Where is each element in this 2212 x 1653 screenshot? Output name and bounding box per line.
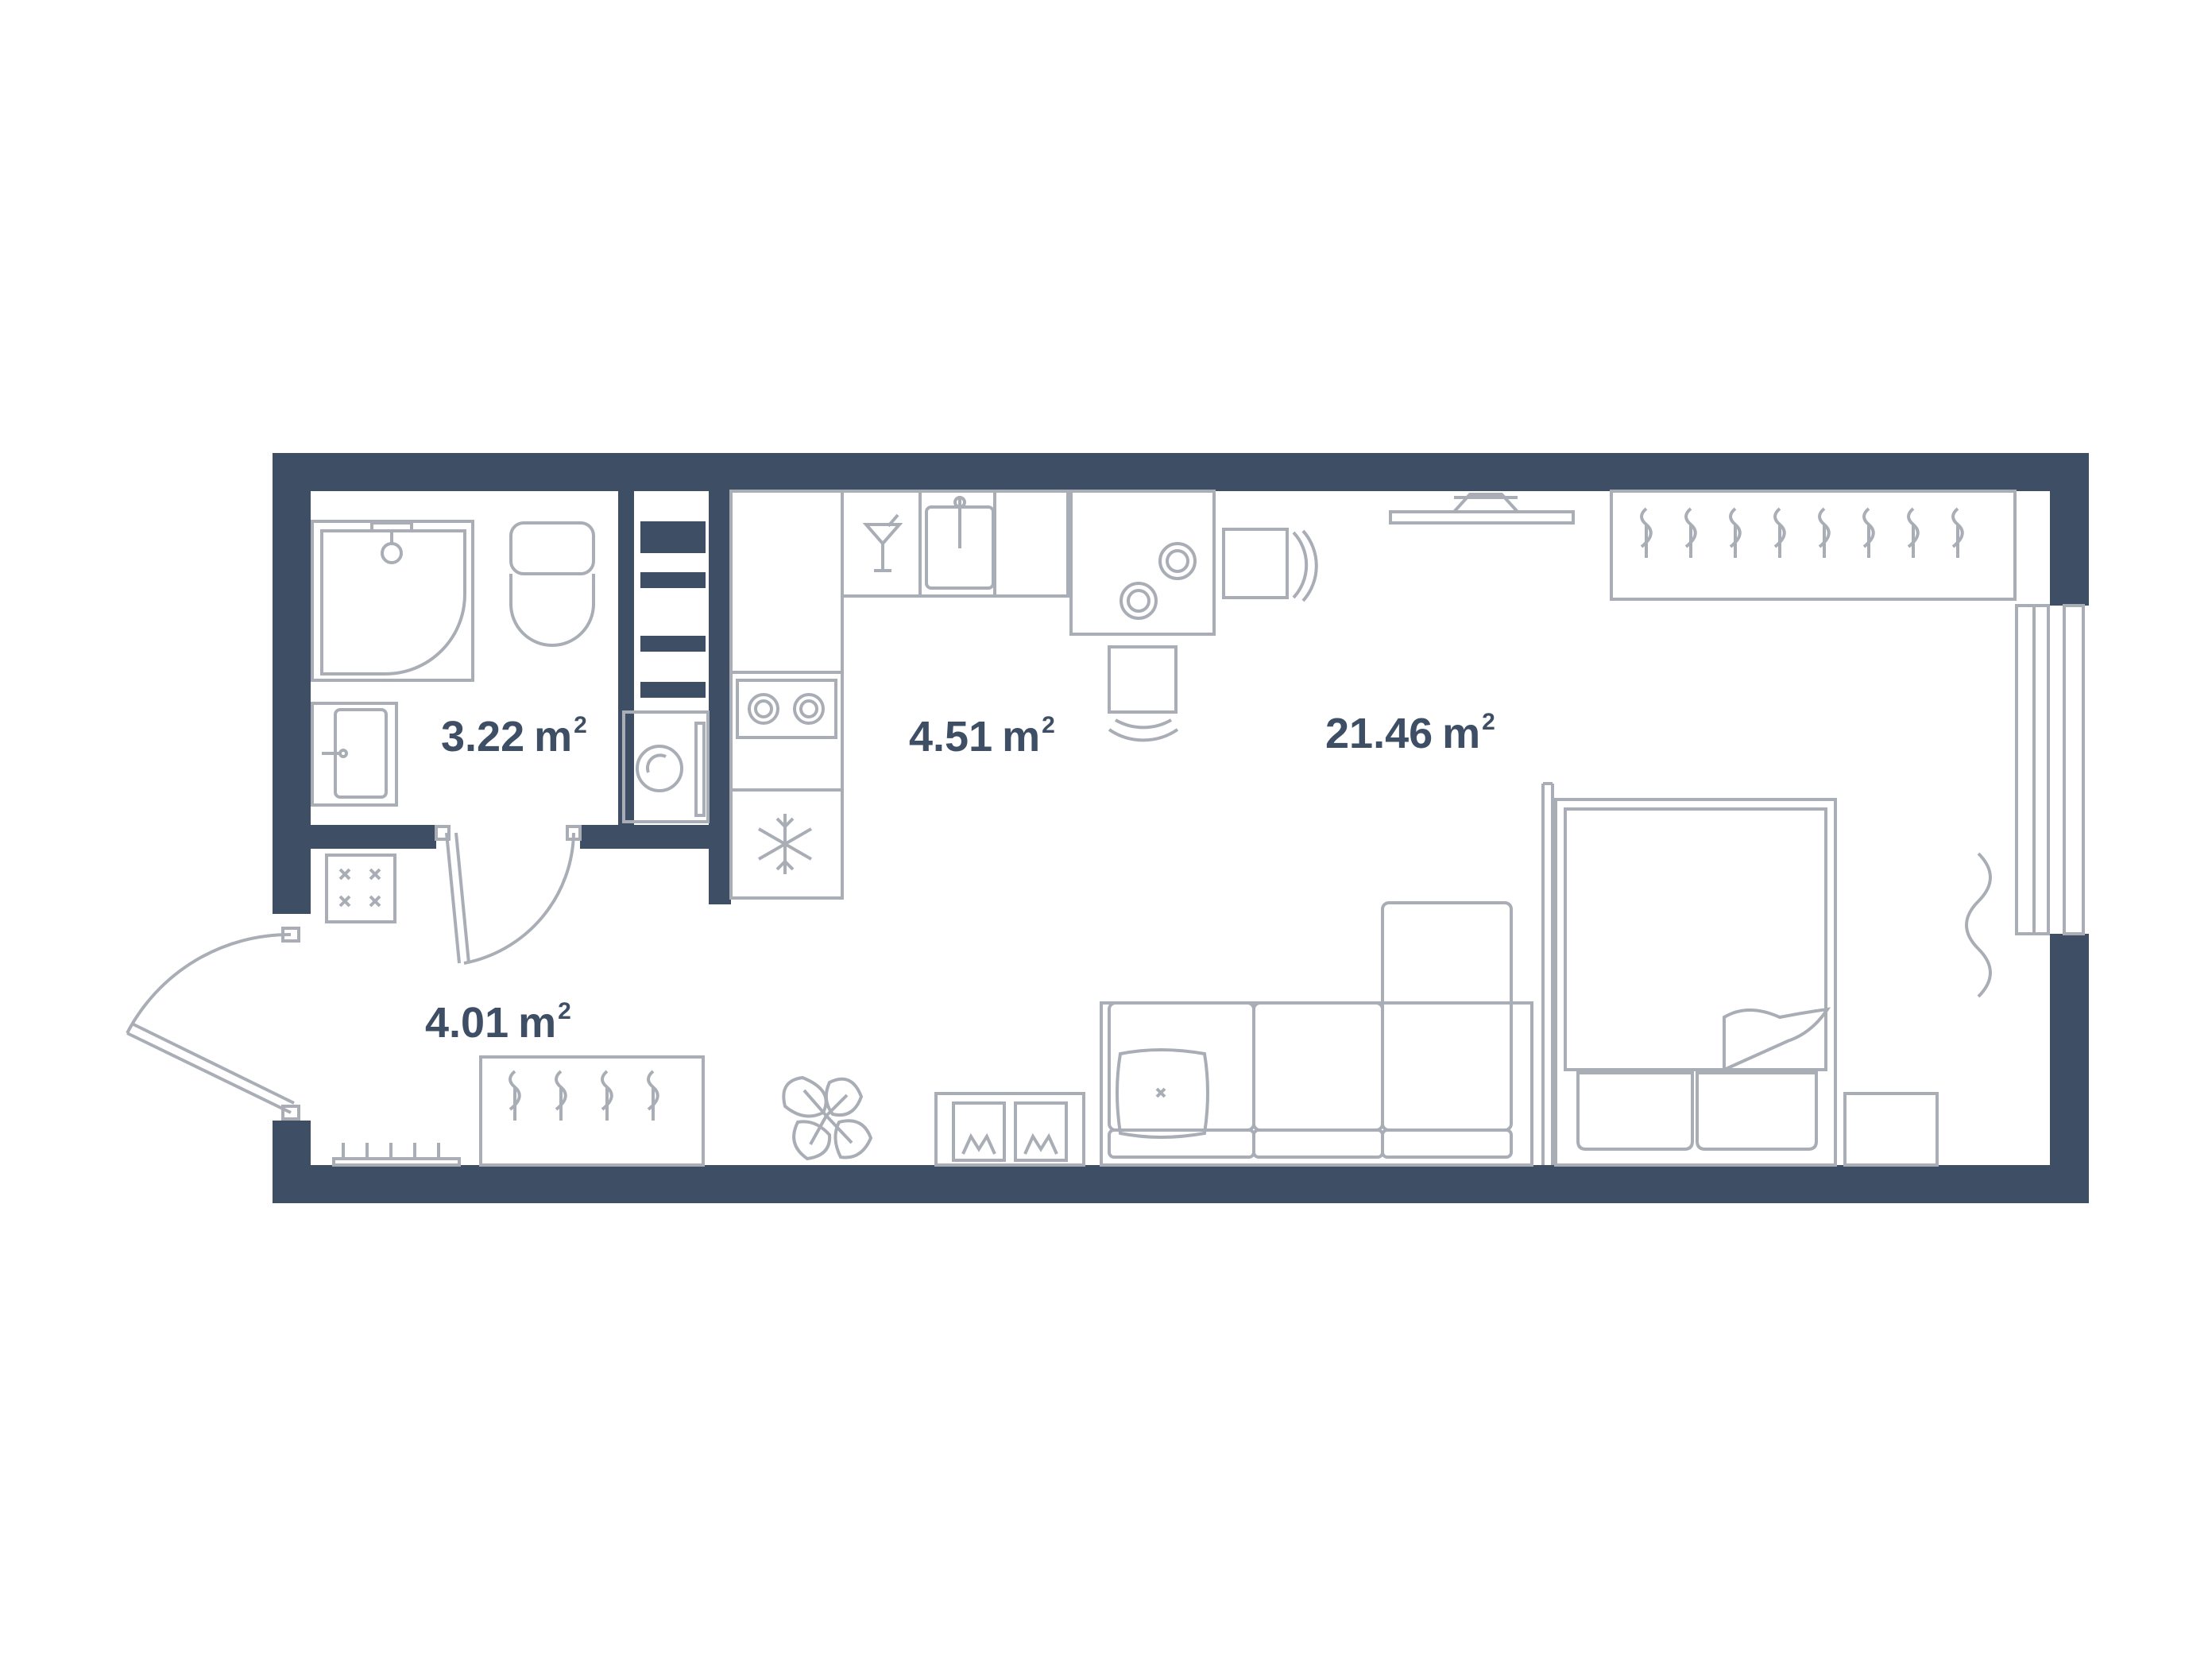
hanger-icon — [1862, 507, 1875, 558]
area-exponent: 2 — [574, 712, 587, 738]
area-unit: m — [534, 713, 573, 761]
wall-right-upper — [2050, 453, 2089, 606]
wall-bath-bottom-left — [311, 825, 436, 849]
hanger-icon — [1907, 507, 1920, 558]
area-value: 4.51 — [909, 713, 993, 761]
wardrobe-hallway — [479, 1055, 705, 1167]
hanger-icon — [601, 1070, 613, 1121]
wall-right-lower — [2050, 934, 2089, 1203]
walls — [273, 453, 2089, 1203]
area-exponent: 2 — [1482, 709, 1495, 735]
hanger-icon — [1729, 507, 1742, 558]
hanger-icon — [1684, 507, 1697, 558]
area-exponent: 2 — [1042, 712, 1055, 738]
shaft-column — [640, 572, 706, 588]
window-icon — [2015, 604, 2085, 935]
hanger-icon — [509, 1070, 521, 1121]
hanger-icon — [1640, 507, 1653, 558]
sink-icon — [311, 702, 398, 807]
sink-icon — [925, 496, 995, 590]
wall-top — [273, 453, 2089, 491]
hanger-icon — [1951, 507, 1964, 558]
washing-machine-icon — [622, 710, 710, 823]
cabinet-icon — [934, 1092, 1085, 1167]
wall-left-upper — [273, 453, 311, 914]
shaft-column — [640, 636, 706, 652]
door-icon — [126, 927, 300, 1121]
area-unit: m — [1442, 710, 1481, 757]
hanger-icon — [647, 1070, 659, 1121]
wall-left-lower — [273, 1121, 311, 1203]
area-value: 4.01 — [425, 999, 509, 1047]
sofa-icon — [1100, 901, 1533, 1167]
shoe-rack-icon — [332, 1143, 461, 1167]
wardrobe-living — [1610, 490, 2017, 601]
area-value: 3.22 — [441, 713, 525, 761]
wall-shaft-right — [709, 491, 731, 904]
table-icon — [1069, 490, 1216, 636]
area-unit: m — [1002, 713, 1041, 761]
shaft-column — [640, 521, 706, 553]
area-exponent: 2 — [558, 998, 571, 1024]
hanger-icon — [555, 1070, 567, 1121]
wall-bath-right — [618, 491, 634, 825]
bed-icon — [1541, 782, 1837, 1167]
area-unit: m — [518, 999, 557, 1047]
wall-bottom — [273, 1165, 2089, 1203]
shaft-column — [640, 682, 706, 698]
nightstand-icon — [1843, 1092, 1939, 1167]
shower-icon — [311, 520, 474, 682]
tv-icon — [1389, 493, 1575, 525]
chair-icon — [1108, 645, 1179, 742]
area-value: 21.46 — [1325, 710, 1433, 757]
furniture — [126, 490, 2085, 1167]
hanger-icon — [1773, 507, 1786, 558]
chair-icon — [1222, 528, 1318, 602]
toilet-icon — [509, 521, 595, 647]
hanger-icon — [1818, 507, 1831, 558]
door-icon — [435, 825, 582, 965]
stove-icon — [736, 679, 837, 739]
cocktail-icon — [862, 513, 903, 572]
shoe-shelf-icon — [325, 854, 396, 923]
fridge-snowflake-icon — [758, 814, 812, 874]
wall-bath-bottom-right — [580, 825, 709, 849]
kitchen-counter — [729, 490, 844, 900]
curtain-icon — [1965, 852, 1992, 998]
plant-icon — [782, 1075, 873, 1161]
